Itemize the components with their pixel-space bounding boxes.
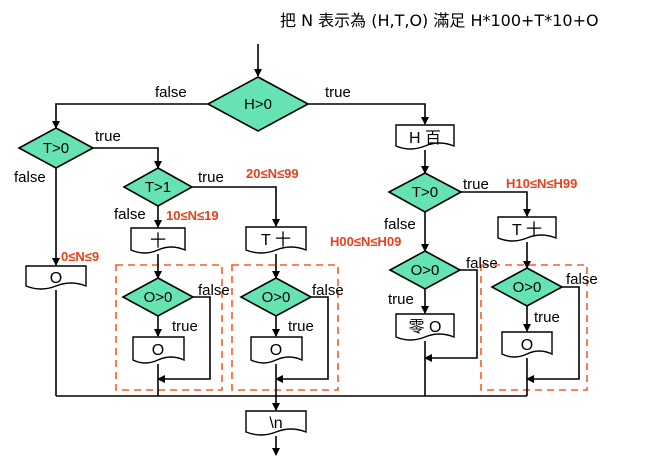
- edge-o3-false: [424, 269, 478, 362]
- label-tright-true: true: [463, 176, 489, 193]
- loop-box-2: [231, 264, 339, 391]
- decision-o4: O>0: [490, 267, 564, 307]
- svg-text:O>0: O>0: [411, 262, 440, 279]
- edge-h-true: [308, 103, 429, 125]
- decision-o3: O>0: [388, 250, 462, 290]
- output-o-b: O: [250, 336, 303, 364]
- label-tleft-false: false: [14, 169, 46, 186]
- svg-text:T 十: T 十: [512, 221, 542, 239]
- label-o3-false: false: [466, 255, 498, 272]
- range-20-99: 20≤N≤99: [246, 166, 299, 181]
- svg-text:零 O: 零 O: [409, 319, 442, 336]
- edge-o1-false: [157, 296, 211, 383]
- svg-text:T 十: T 十: [261, 231, 291, 249]
- edge-tleft-true: [93, 147, 162, 169]
- svg-text:O: O: [270, 342, 282, 359]
- svg-text:\n: \n: [269, 415, 282, 432]
- decision-o2: O>0: [239, 277, 313, 317]
- label-o4-false: false: [566, 271, 598, 288]
- svg-text:O>0: O>0: [262, 289, 291, 306]
- decision-h: H>0: [206, 76, 310, 132]
- label-tright-false: false: [384, 216, 416, 233]
- svg-text:O: O: [521, 337, 533, 354]
- label-t1-true: true: [198, 169, 224, 186]
- svg-text:O: O: [152, 342, 164, 359]
- label-t1-false: false: [114, 206, 146, 223]
- output-t-shi-right: T 十: [497, 216, 557, 242]
- svg-text:O>0: O>0: [144, 289, 173, 306]
- loop-box-3: [480, 264, 588, 391]
- svg-text:T>0: T>0: [412, 184, 438, 201]
- label-h-false: false: [155, 84, 187, 101]
- decision-t-right: T>0: [387, 172, 463, 213]
- label-o2-false: false: [312, 282, 344, 299]
- svg-text:H>0: H>0: [244, 96, 272, 113]
- edge-t1-true: [192, 186, 280, 227]
- label-h-true: true: [325, 84, 351, 101]
- range-0-9: 0≤N≤9: [61, 249, 99, 264]
- label-o2-true: true: [288, 318, 314, 335]
- output-newline: \n: [245, 410, 307, 436]
- output-shi: 十: [130, 227, 186, 254]
- label-o1-true: true: [172, 318, 198, 335]
- svg-text:T>0: T>0: [43, 140, 69, 157]
- edge-h-false: [52, 103, 208, 129]
- output-o-a: O: [132, 336, 185, 364]
- decision-o1: O>0: [121, 277, 195, 317]
- decision-t-left: T>0: [17, 127, 95, 169]
- edge-o2-false: [275, 296, 329, 383]
- svg-text:O>0: O>0: [513, 279, 542, 296]
- range-10-19: 10≤N≤19: [166, 208, 219, 223]
- edge-o4-false: [526, 286, 580, 383]
- svg-text:H 百: H 百: [409, 130, 441, 147]
- decision-t1: T>1: [122, 167, 194, 207]
- loop-box-1: [115, 264, 223, 391]
- output-ling-o: 零 O: [395, 313, 455, 341]
- output-o-left: O: [25, 265, 87, 290]
- title: 把 N 表示為 (H,T,O) 滿足 H*100+T*10+O: [280, 11, 599, 30]
- edge-tright-true: [461, 191, 531, 217]
- svg-text:O: O: [50, 270, 62, 287]
- output-h-bai: H 百: [395, 124, 455, 150]
- svg-text:T>1: T>1: [145, 179, 171, 196]
- output-t-shi: T 十: [245, 226, 307, 254]
- range-h00-h09: H00≤N≤H09: [330, 234, 401, 249]
- label-o3-true: true: [388, 291, 414, 308]
- label-o4-true: true: [534, 309, 560, 326]
- range-h10-h99: H10≤N≤H99: [506, 176, 577, 191]
- output-o-c: O: [501, 331, 553, 358]
- svg-text:十: 十: [150, 232, 166, 250]
- label-o1-false: false: [198, 282, 230, 299]
- label-tleft-true: true: [95, 128, 121, 145]
